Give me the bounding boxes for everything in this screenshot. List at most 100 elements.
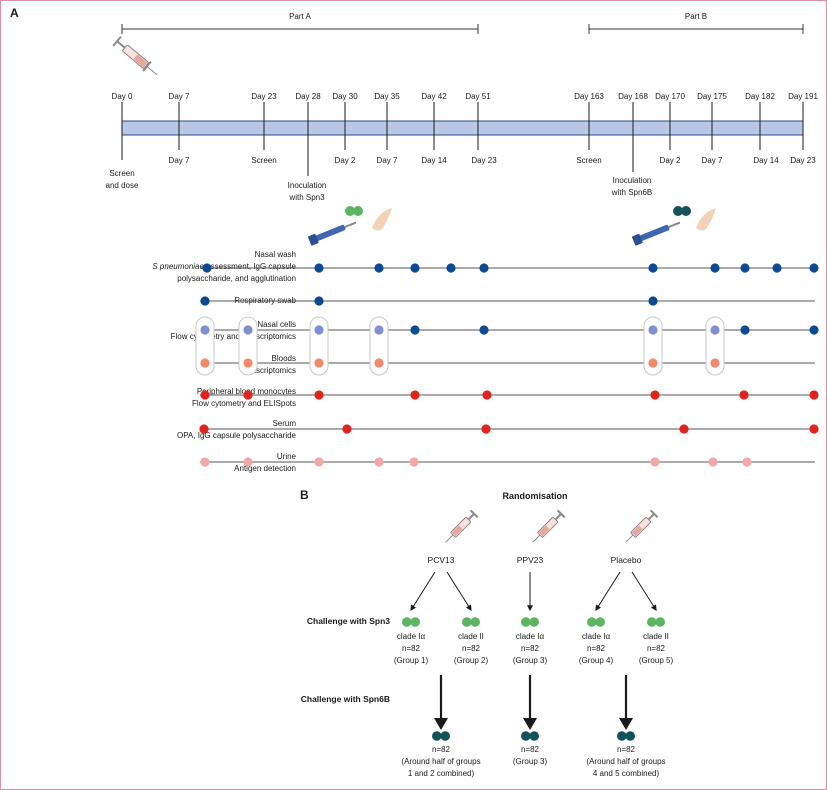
- sample-dot: [314, 296, 324, 306]
- day-label: Day 170: [655, 92, 685, 101]
- sample-dot: [648, 325, 658, 335]
- day-label: Day 175: [697, 92, 727, 101]
- syringe-icon: [112, 36, 158, 76]
- sample-dot: [243, 358, 253, 368]
- day-label: Day 14: [753, 156, 779, 165]
- sample-dot: [740, 325, 750, 335]
- second-n: n=82: [617, 745, 636, 754]
- day-label: Day 14: [421, 156, 447, 165]
- sample-dot: [710, 263, 720, 273]
- row-label: S pneumoniae assessment, IgG capsule: [152, 262, 296, 271]
- inoculation-spn3-label: Inoculation: [288, 181, 327, 190]
- inoculation-spn3-icon: [308, 206, 392, 246]
- paired-sample-pill: [309, 316, 329, 376]
- spn6b-bacteria-icon: [521, 731, 531, 741]
- row-label: Nasal cells: [257, 320, 296, 329]
- challenge-spn3-label: Challenge with Spn3: [307, 616, 390, 626]
- sample-dot: [200, 390, 210, 400]
- day-label: Day 23: [471, 156, 497, 165]
- second-n: n=82: [432, 745, 451, 754]
- sample-dot: [243, 390, 253, 400]
- group-n: n=82: [521, 644, 540, 653]
- sample-dot: [243, 325, 253, 335]
- sample-dot: [200, 457, 210, 467]
- part-a-bracket: [121, 24, 479, 34]
- group-name: (Group 5): [639, 656, 674, 665]
- sample-dot: [650, 457, 660, 467]
- screen-and-dose-label: Screen: [109, 169, 134, 178]
- challenge-spn6b-label: Challenge with Spn6B: [301, 694, 390, 704]
- day-label: Screen: [576, 156, 601, 165]
- arm-arrows: [410, 571, 657, 612]
- sample-dot: [772, 263, 782, 273]
- day-label: Day 163: [574, 92, 604, 101]
- group-name: (Group 1): [394, 656, 429, 665]
- sample-dot: [479, 325, 489, 335]
- sample-dot: [200, 358, 210, 368]
- sample-dot: [710, 358, 720, 368]
- group-n: n=82: [402, 644, 421, 653]
- row-label: Nasal wash: [255, 250, 296, 259]
- arm-label-ppv23: PPV23: [517, 555, 544, 565]
- row-label: Flow cytometry and transcriptomics: [171, 332, 296, 341]
- timeline-ticks: [121, 102, 804, 176]
- day-label: Day 23: [790, 156, 816, 165]
- second-note: 1 and 2 combined): [408, 769, 475, 778]
- arm-label-pcv13: PCV13: [428, 555, 455, 565]
- paired-sample-pill: [705, 316, 725, 376]
- paired-sample-pill: [643, 316, 663, 376]
- panel-a-letter: A: [10, 6, 19, 20]
- second-note: 4 and 5 combined): [593, 769, 660, 778]
- group-clade: clade Iα: [397, 632, 426, 641]
- sample-dot: [199, 424, 209, 434]
- sample-dot: [481, 424, 491, 434]
- spn6b-bacteria-icons: [432, 731, 635, 741]
- bottom-day-labels: Day 7 Screen Day 2 Day 7 Day 14 Day 23 S…: [169, 156, 817, 165]
- second-note: (Group 3): [513, 757, 548, 766]
- timeline-bar: [121, 120, 804, 136]
- sample-dot: [314, 358, 324, 368]
- spn3-bacteria-icon: [521, 617, 531, 627]
- row-labels: Nasal wash S pneumoniae assessment, IgG …: [152, 250, 296, 473]
- row-label: Serum: [272, 419, 296, 428]
- spn3-bacteria-icon: [462, 617, 472, 627]
- randomisation-title: Randomisation: [502, 491, 567, 501]
- sample-dot: [314, 390, 324, 400]
- spn6b-bacteria-icon: [529, 731, 539, 741]
- syringe-icon: [445, 509, 479, 543]
- row-label: transcriptomics: [242, 366, 296, 375]
- spn3-bacteria-icons: [402, 617, 665, 627]
- second-note: (Around half of groups: [586, 757, 665, 766]
- spn3-bacteria-icon: [647, 617, 657, 627]
- sample-dot: [648, 296, 658, 306]
- syringe-icon: [532, 509, 566, 543]
- day-label: Day 2: [335, 156, 356, 165]
- spn3-bacteria-icon: [529, 617, 539, 627]
- sample-dot: [809, 390, 819, 400]
- day-label: Day 2: [660, 156, 681, 165]
- group-n: n=82: [587, 644, 606, 653]
- day-label: Day 35: [374, 92, 400, 101]
- sample-dot: [740, 263, 750, 273]
- row-label: Bloods: [272, 354, 296, 363]
- group-name: (Group 3): [513, 656, 548, 665]
- day-label: Day 0: [112, 92, 133, 101]
- sample-dot: [479, 263, 489, 273]
- screen-and-dose-label: and dose: [106, 181, 139, 190]
- group-name: (Group 4): [579, 656, 614, 665]
- sample-dot: [679, 424, 689, 434]
- sample-dot: [809, 325, 819, 335]
- second-n: n=82: [521, 745, 540, 754]
- second-note: (Around half of groups: [401, 757, 480, 766]
- sample-dot: [809, 424, 819, 434]
- spn6b-bacteria-icon: [432, 731, 442, 741]
- second-challenge-labels: n=82 (Around half of groups 1 and 2 comb…: [401, 745, 665, 778]
- day-label: Day 42: [421, 92, 447, 101]
- spn6b-bacteria-icon: [440, 731, 451, 741]
- day-label: Day 7: [169, 156, 190, 165]
- part-b-label: Part B: [685, 12, 707, 21]
- group-clade: clade Iα: [582, 632, 611, 641]
- syringe-icon: [625, 509, 659, 543]
- group-clade: clade II: [643, 632, 669, 641]
